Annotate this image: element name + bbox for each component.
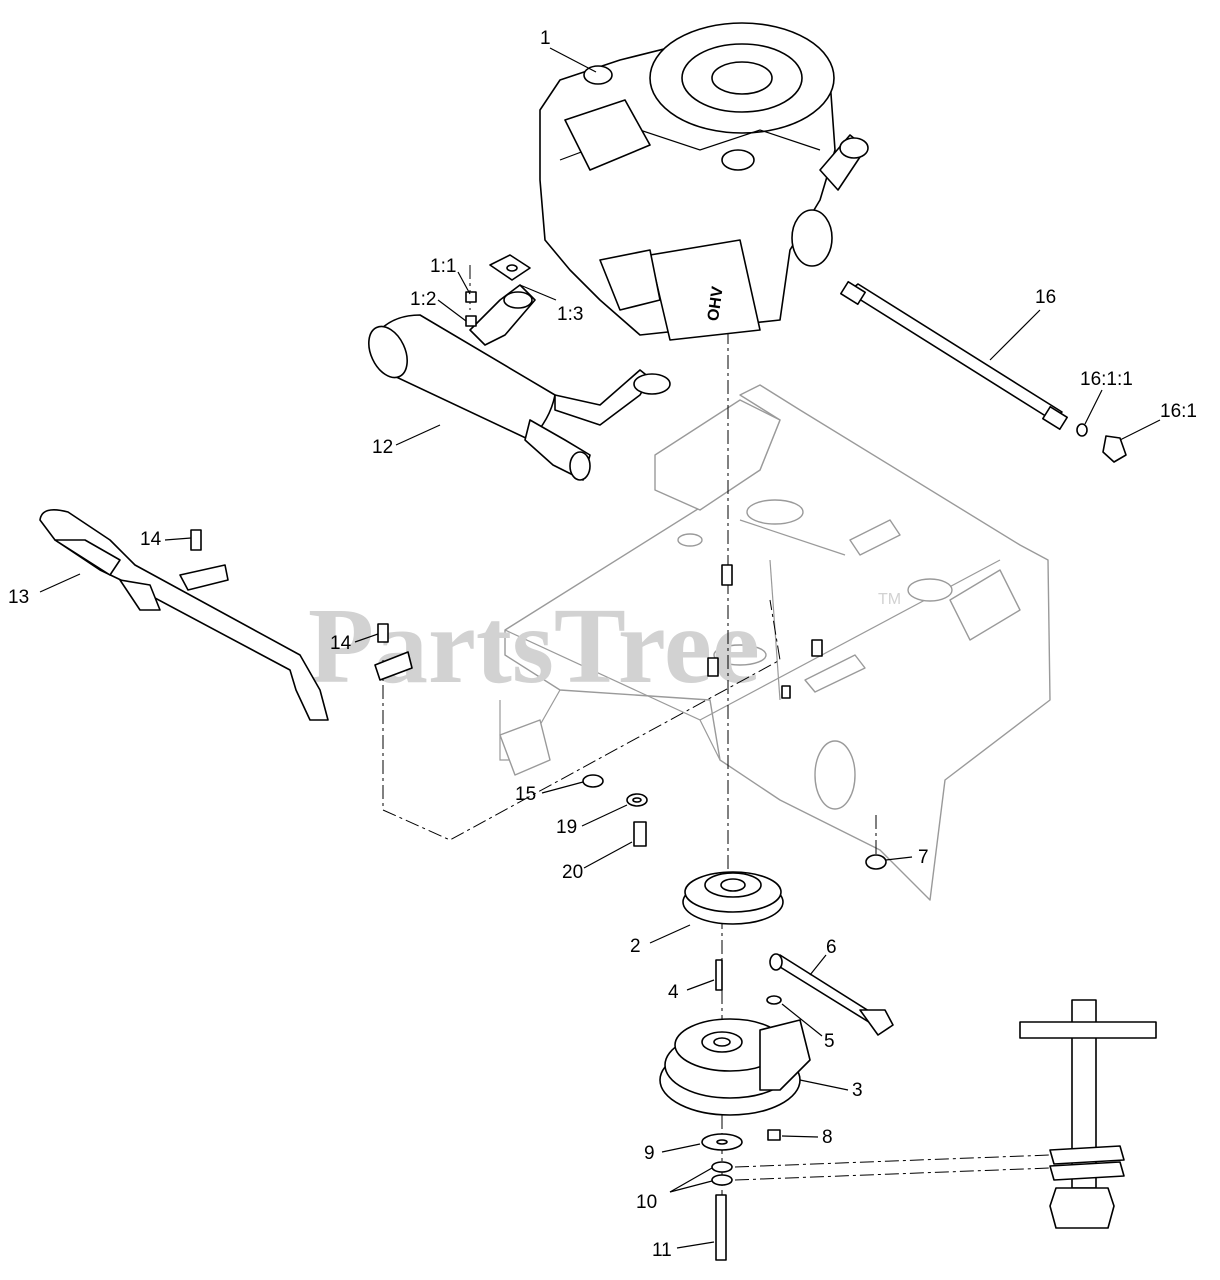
callout-2: 2 [630,936,641,957]
engine: OHV [539,22,869,341]
clutch-nut [767,1129,781,1141]
handle-bar [39,509,413,721]
callout-12: 12 [372,437,393,458]
flange-nut [582,774,604,788]
callout-3: 3 [852,1080,863,1101]
callout-16-1-1: 16:1:1 [1080,369,1133,390]
callout-13: 13 [8,587,29,608]
callout-1: 1 [540,28,551,49]
washer-detail [1019,999,1157,1229]
nut-and-bolt [465,291,477,327]
pulley [682,871,784,925]
drain-cap [1102,435,1127,463]
drain-washer [1076,423,1088,437]
callout-1-3: 1:3 [557,304,583,325]
callout-14a: 14 [140,529,162,550]
svg-text:PartsTree: PartsTree [308,587,760,706]
exhaust-gasket [489,254,531,281]
callout-10: 10 [636,1192,657,1213]
electric-clutch [659,1018,811,1116]
callout-7: 7 [918,847,929,868]
callout-8: 8 [822,1127,833,1148]
callout-14b: 14 [330,633,352,654]
screw [633,821,647,847]
callout-16: 16 [1035,287,1056,308]
callout-19: 19 [556,817,577,838]
callout-labels: 1 1:1 1:2 1:3 12 16 16:1:1 16:1 14 14 13… [8,28,1197,1261]
clutch-link [769,953,894,1036]
nut [865,854,887,870]
callout-1-1: 1:1 [430,256,456,277]
exhaust-flange [503,291,533,309]
key [715,959,723,991]
handle-bolt [190,529,389,643]
clutch-bolt [715,1194,727,1261]
chassis-frame [499,384,1051,901]
svg-text:TM: TM [878,591,901,608]
spacer [766,995,782,1005]
bushing [707,564,823,699]
callout-16-1: 16:1 [1160,401,1197,422]
callout-6: 6 [826,937,837,958]
callout-11: 11 [652,1240,672,1261]
leader-lines [39,47,1161,1249]
washer [626,793,648,807]
belleville-washers [711,1161,733,1186]
callout-20: 20 [562,862,583,883]
callout-15: 15 [515,784,536,805]
callout-5: 5 [824,1031,835,1052]
callout-4: 4 [668,982,679,1003]
callout-1-2: 1:2 [410,289,436,310]
drain-hose [840,280,1068,431]
callout-9: 9 [644,1143,655,1164]
flat-washer [701,1133,743,1151]
svg-text:OHV: OHV [705,285,727,322]
